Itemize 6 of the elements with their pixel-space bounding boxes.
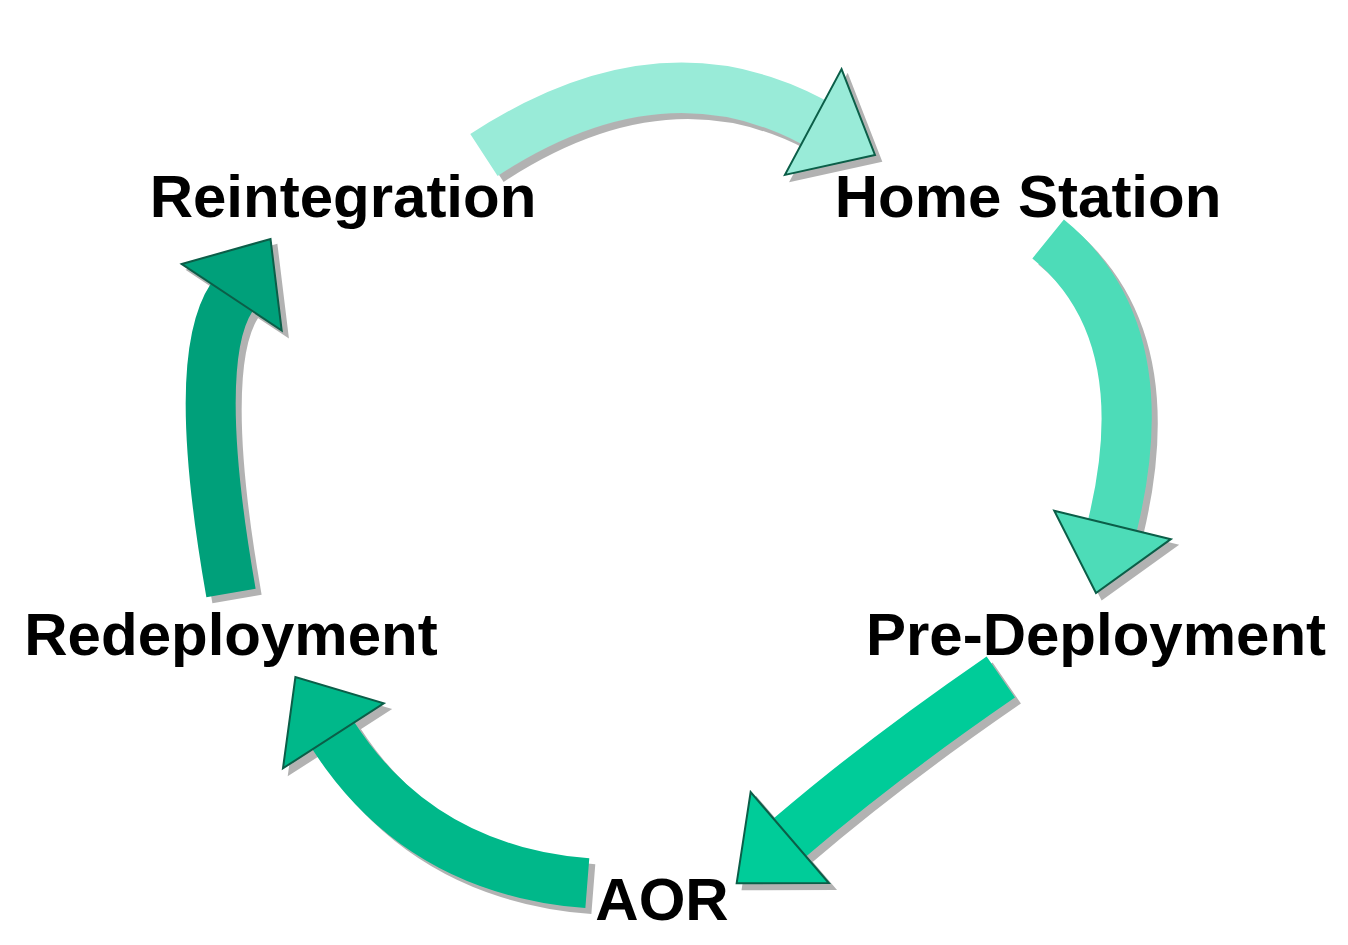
stage-label: AOR xyxy=(595,870,729,930)
curved-arrow xyxy=(735,656,1016,885)
stage-label: Pre-Deployment xyxy=(865,605,1327,665)
stage-label: Home Station xyxy=(834,167,1222,227)
stage-label: Redeployment xyxy=(24,605,438,665)
stage-label: Reintegration xyxy=(149,167,537,227)
